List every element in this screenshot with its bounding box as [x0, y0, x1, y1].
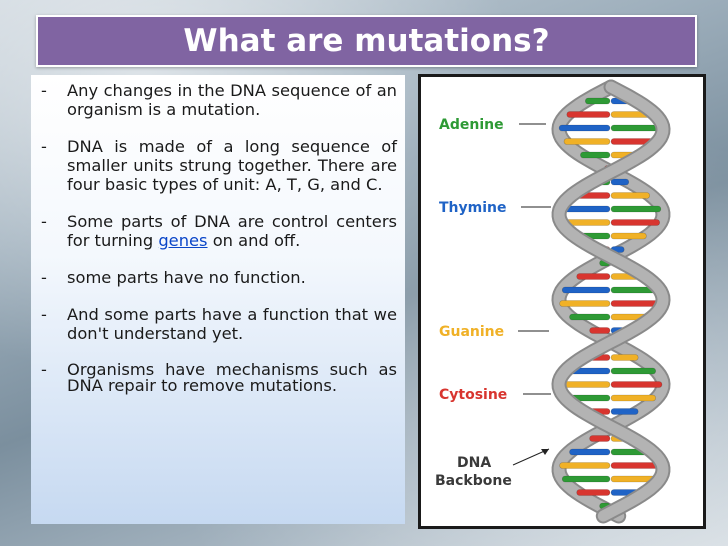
dna-diagram-panel: Adenine Thymine Guanine Cytosine DNA Bac… — [418, 74, 706, 529]
dna-helix — [551, 79, 671, 524]
bullet-dash: - — [41, 137, 47, 156]
bullet-item: - And some parts have a function that we… — [41, 305, 397, 343]
base-pair-segment — [589, 327, 611, 334]
base-pair-segment — [610, 178, 630, 186]
backbone-label-line1: DNA — [457, 455, 491, 471]
bullet-item: - some parts have no function. — [41, 268, 397, 287]
bullet-list: - Any changes in the DNA sequence of an … — [41, 81, 397, 394]
thymine-label: Thymine — [439, 200, 507, 216]
base-pair-segment — [610, 219, 661, 226]
bullet-dash: - — [41, 268, 47, 287]
bullet-dash: - — [41, 305, 47, 324]
base-pair-segment — [610, 354, 639, 361]
backbone-strand-back — [553, 81, 669, 522]
base-pair-segment — [610, 408, 639, 415]
diagram-labels: Adenine Thymine Guanine Cytosine DNA Bac… — [435, 117, 551, 489]
base-pair-segment — [563, 138, 611, 145]
dna-helix-diagram: Adenine Thymine Guanine Cytosine DNA Bac… — [435, 79, 671, 524]
bullet-dash: - — [41, 212, 47, 231]
base-pair-segment — [576, 273, 611, 280]
bullet-text: some parts have no function. — [67, 268, 306, 287]
base-pair-segment — [610, 124, 663, 132]
bullet-text: And some parts have a function that we d… — [67, 305, 397, 343]
base-pair-segment — [558, 124, 611, 132]
bullet-text-after: on and off. — [207, 231, 301, 250]
base-pair-segment — [561, 475, 611, 483]
base-pair-segment — [589, 435, 611, 442]
bullet-item: - Some parts of DNA are control centers … — [41, 212, 397, 250]
guanine-label: Guanine — [439, 324, 504, 340]
cytosine-label: Cytosine — [439, 387, 507, 403]
backbone-arrowhead — [541, 449, 549, 455]
base-pair-segment — [576, 489, 611, 496]
base-pair-segment — [610, 205, 662, 213]
base-pair-segment — [610, 367, 657, 375]
title-bar: What are mutations? — [36, 15, 697, 67]
base-pair-segment — [610, 381, 663, 388]
bullet-text-before: Some parts of DNA are control centers fo… — [67, 212, 397, 250]
text-panel: - Any changes in the DNA sequence of an … — [31, 75, 405, 524]
bullet-text: Any changes in the DNA sequence of an or… — [67, 81, 397, 119]
bullet-dash: - — [41, 81, 47, 100]
base-pair-segment — [569, 448, 611, 456]
genes-link[interactable]: genes — [158, 231, 208, 250]
base-pair-segment — [610, 394, 657, 402]
bullet-dash: - — [41, 360, 47, 379]
bullet-item: - Any changes in the DNA sequence of an … — [41, 81, 397, 119]
base-pair-segment — [559, 462, 611, 469]
bullet-text: DNA is made of a long sequence of smalle… — [67, 137, 397, 194]
base-pair-segment — [566, 111, 611, 118]
base-pair-segment — [580, 151, 611, 159]
adenine-label: Adenine — [439, 117, 504, 133]
base-pair-segment — [569, 313, 611, 321]
backbone-strand-front — [553, 81, 669, 522]
base-pair-segment — [610, 232, 647, 240]
base-pair-segment — [561, 286, 611, 294]
base-pair-segment — [610, 192, 651, 199]
bullet-item: - Organisms have mechanisms such as DNA … — [41, 360, 397, 395]
slide-title: What are mutations? — [183, 23, 550, 59]
backbone-label-line2: Backbone — [435, 473, 512, 489]
bullet-text: Organisms have mechanisms such as DNA re… — [67, 360, 397, 395]
bullet-item: - DNA is made of a long sequence of smal… — [41, 137, 397, 194]
base-pair-segment — [559, 300, 611, 307]
base-pair-segment — [585, 97, 611, 105]
